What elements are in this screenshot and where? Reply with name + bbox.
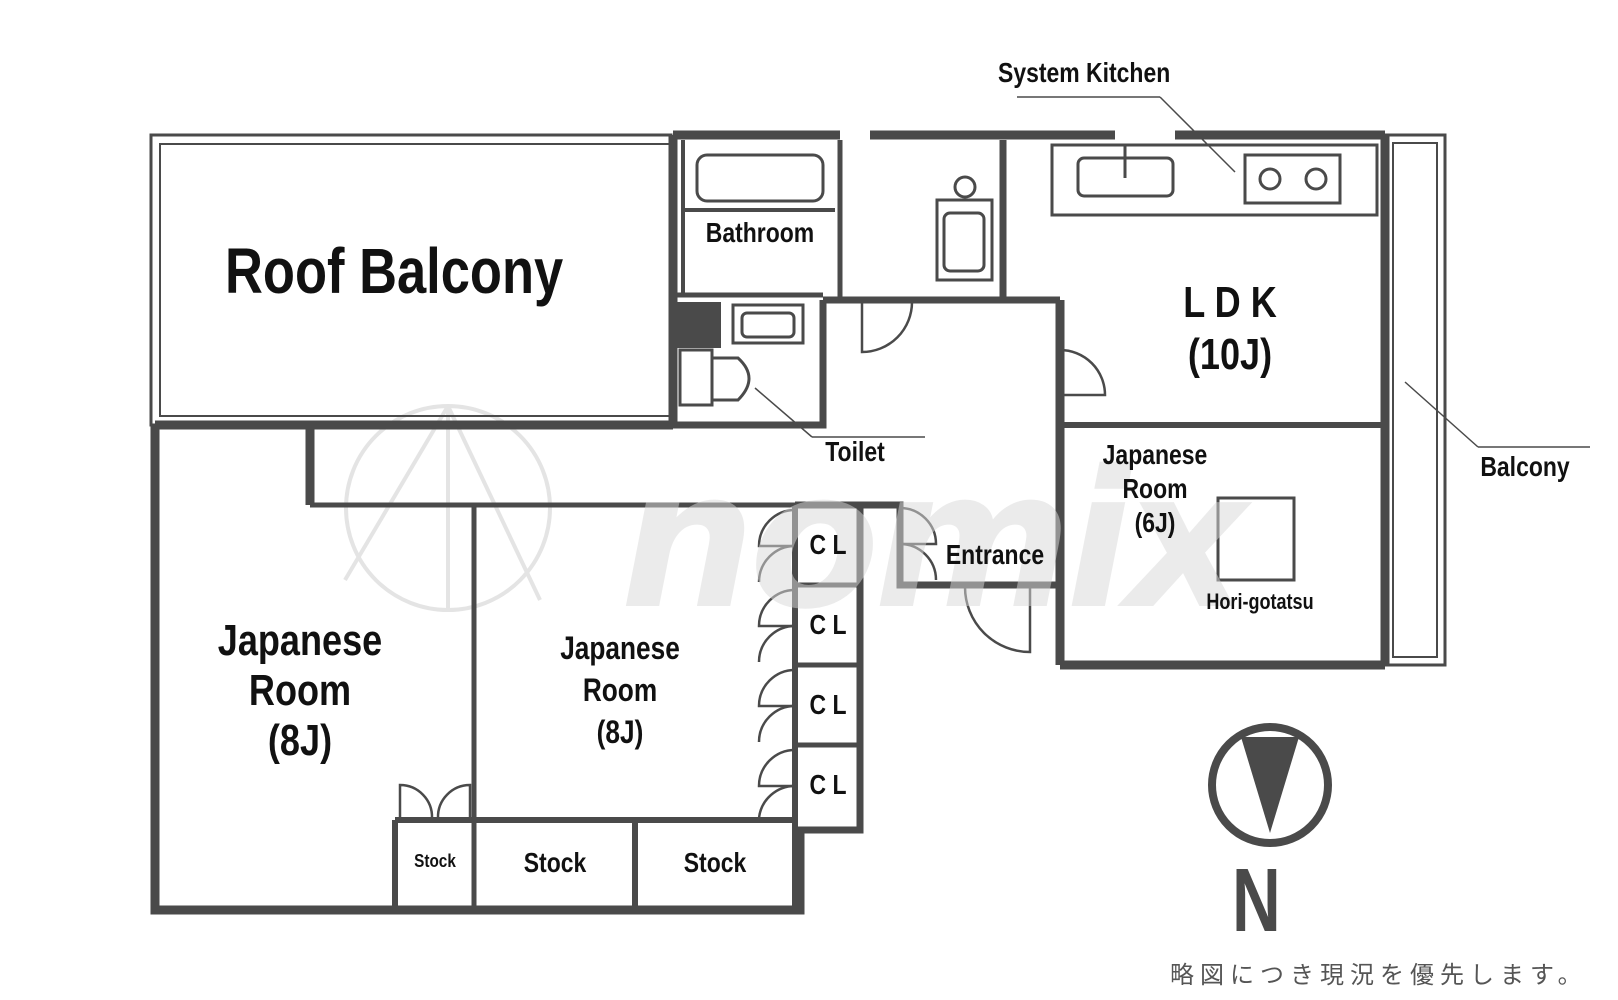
japanese-room-8b-room-label: Room bbox=[582, 672, 658, 708]
japanese-room-8b-label: Japanese bbox=[560, 630, 680, 666]
toilet-icon bbox=[678, 348, 751, 407]
ldk-size-label: (10J) bbox=[1187, 330, 1273, 379]
stock-2-label: Stock bbox=[683, 847, 747, 878]
toilet-label: Toilet bbox=[825, 436, 885, 467]
japanese-room-8a-room-label: Room bbox=[248, 666, 352, 715]
japanese-room-6-size-label: (6J) bbox=[1134, 507, 1176, 538]
kitchen-counter-icon bbox=[1050, 143, 1379, 217]
hori-gotatsu-icon bbox=[1216, 496, 1296, 582]
ldk-label: L D K bbox=[1183, 278, 1277, 327]
japanese-room-6-room-label: Room bbox=[1122, 473, 1188, 504]
sink-icon bbox=[731, 175, 994, 345]
japanese-room-6-label: Japanese bbox=[1102, 439, 1208, 470]
hori-gotatsu-label: Hori-gotatsu bbox=[1206, 589, 1314, 614]
entrance-label: Entrance bbox=[945, 539, 1045, 570]
closet-4-label: C L bbox=[809, 769, 847, 800]
closet-2-label: C L bbox=[809, 609, 847, 640]
walls bbox=[149, 130, 1447, 915]
stock-small-label: Stock bbox=[414, 851, 456, 871]
bathtub-icon bbox=[695, 153, 825, 203]
closet-1-label: C L bbox=[809, 529, 847, 560]
disclaimer-note: 略図につき現況を優先します。 bbox=[1170, 961, 1588, 989]
bathroom-label: Bathroom bbox=[705, 217, 815, 248]
north-label: N bbox=[1232, 851, 1281, 951]
balcony-label: Balcony bbox=[1480, 451, 1570, 482]
watermark-text: nomix bbox=[620, 430, 1247, 651]
closet-3-label: C L bbox=[809, 689, 847, 720]
system-kitchen-label: System Kitchen bbox=[998, 57, 1171, 88]
door-swings bbox=[398, 301, 1107, 819]
north-arrow-icon bbox=[1208, 723, 1332, 847]
logo-watermark-icon bbox=[343, 404, 552, 612]
stock-1-label: Stock bbox=[523, 847, 587, 878]
japanese-room-8b-size-label: (8J) bbox=[596, 714, 644, 750]
roof-balcony-label: Roof Balcony bbox=[225, 235, 564, 307]
japanese-room-8a-size-label: (8J) bbox=[267, 716, 333, 765]
japanese-room-8a-label: Japanese bbox=[217, 616, 383, 665]
leader-lines bbox=[754, 96, 1590, 448]
